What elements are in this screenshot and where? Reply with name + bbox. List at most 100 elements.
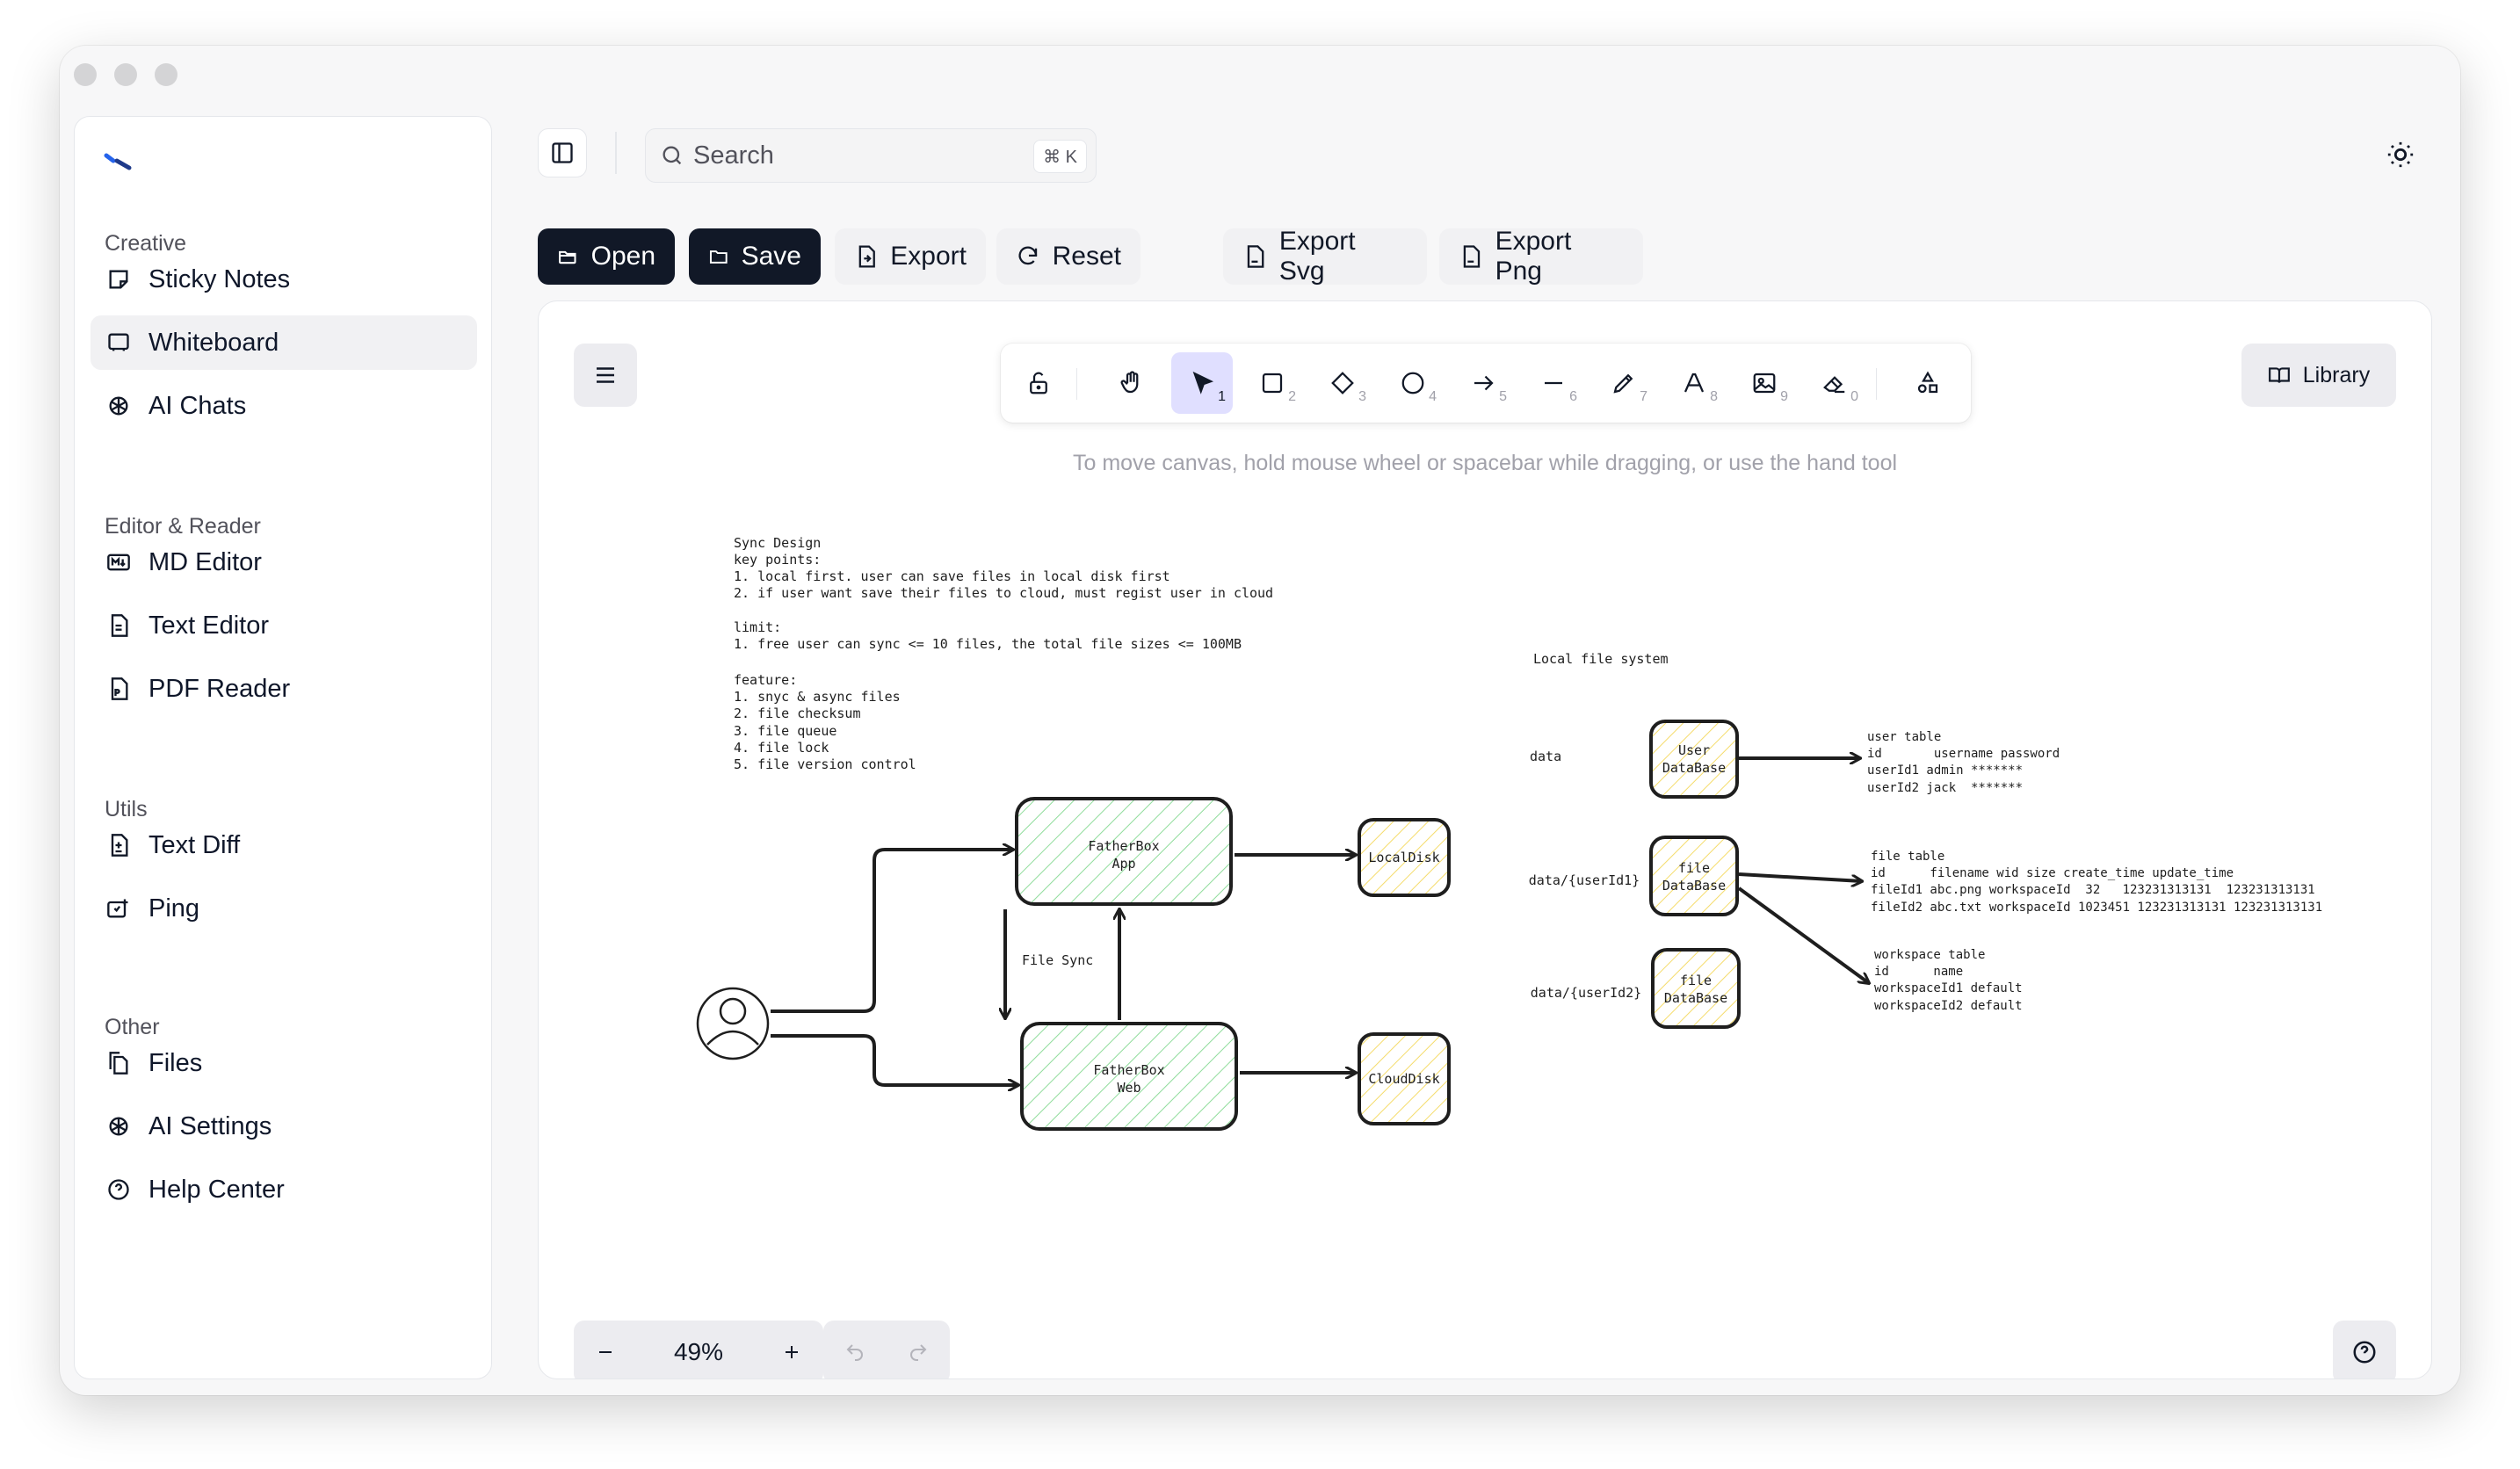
user-database-box[interactable]: User DataBase	[1649, 720, 1739, 799]
file-sync-label[interactable]: File Sync	[1022, 952, 1093, 968]
whiteboard-canvas[interactable]: 1 2 3 4 5 6 7	[538, 300, 2432, 1379]
open-button[interactable]: Open	[538, 228, 675, 285]
path-label[interactable]: data	[1530, 749, 1561, 764]
file-table-text[interactable]: file table id filename wid size create_t…	[1871, 850, 2322, 915]
refresh-icon	[1018, 246, 1038, 265]
export-svg-button[interactable]: Export Svg	[1223, 227, 1427, 286]
zoom-out-button[interactable]	[574, 1321, 637, 1379]
tool-shortcut: 9	[1780, 389, 1788, 404]
sidebar-item-ping[interactable]: Ping	[91, 881, 477, 936]
sidebar-item-pdf-reader[interactable]: PDF Reader	[91, 662, 477, 716]
help-button[interactable]	[2333, 1321, 2396, 1379]
box-label: DataBase	[1664, 990, 1727, 1006]
sidebar-item-text-editor[interactable]: Text Editor	[91, 598, 477, 653]
unlock-icon	[1030, 372, 1047, 394]
undo-button[interactable]	[823, 1321, 887, 1379]
sidebar-item-sticky-notes[interactable]: Sticky Notes	[91, 252, 477, 307]
sidebar-item-ai-chats[interactable]: AI Chats	[91, 379, 477, 433]
workspace-table-text[interactable]: workspace table id name workspaceId1 def…	[1874, 948, 2023, 1013]
note-line: 4. file lock	[734, 740, 829, 756]
note-line: 1. local first. user can save files in l…	[734, 568, 1170, 584]
file-diff-icon	[106, 833, 131, 858]
path-label[interactable]: data/{userId1}	[1529, 872, 1640, 888]
sidebar-item-md-editor[interactable]: MD Editor	[91, 535, 477, 590]
sidebar-item-help-center[interactable]: Help Center	[91, 1162, 477, 1217]
tool-selection[interactable]: 1	[1171, 352, 1233, 414]
tool-hand[interactable]	[1101, 352, 1162, 414]
tool-image[interactable]: 9	[1734, 352, 1795, 414]
search-shortcut: ⌘ K	[1033, 140, 1087, 173]
group-title-editor-reader: Editor & Reader	[105, 514, 261, 539]
ping-icon	[106, 896, 131, 921]
local-disk-box[interactable]: LocalDisk	[1358, 818, 1451, 897]
sidebar-item-whiteboard[interactable]: Whiteboard	[91, 315, 477, 370]
tool-shortcut: 8	[1710, 389, 1718, 404]
sidebar-item-text-diff[interactable]: Text Diff	[91, 818, 477, 872]
path-label[interactable]: data/{userId2}	[1531, 985, 1641, 1001]
tool-shortcut: 2	[1288, 389, 1296, 404]
note-line: key points:	[734, 552, 821, 568]
cloud-disk-box[interactable]: CloudDisk	[1358, 1032, 1451, 1125]
notes-text[interactable]: Sync Design key points: 1. local first. …	[734, 535, 1273, 772]
table-line: workspace table	[1874, 948, 1985, 962]
sidebar-item-label: Text Diff	[148, 830, 241, 859]
zoom-in-button[interactable]	[760, 1321, 823, 1379]
toolbar-divider	[1876, 368, 1877, 400]
tool-eraser[interactable]: 0	[1804, 352, 1865, 414]
fatherbox-app-box[interactable]: FatherBox App	[1015, 797, 1233, 906]
open-label: Open	[590, 242, 655, 271]
table-line: userId1 admin *******	[1867, 763, 2023, 778]
tool-ellipse[interactable]: 4	[1382, 352, 1444, 414]
reset-button[interactable]: Reset	[996, 228, 1141, 285]
search-icon	[663, 146, 682, 165]
tool-rectangle[interactable]: 2	[1242, 352, 1303, 414]
redo-button[interactable]	[887, 1321, 950, 1379]
export-button[interactable]: Export	[835, 228, 986, 285]
sticky-note-icon	[106, 267, 131, 292]
tool-text[interactable]: 8	[1663, 352, 1725, 414]
tool-arrow[interactable]: 5	[1452, 352, 1514, 414]
export-label: Export	[890, 242, 967, 271]
box-label: file	[1678, 860, 1710, 876]
close-window-button[interactable]	[74, 63, 97, 86]
export-png-button[interactable]: Export Png	[1439, 227, 1643, 286]
tool-draw[interactable]: 7	[1593, 352, 1655, 414]
sidebar-item-files[interactable]: Files	[91, 1036, 477, 1090]
database-arrows[interactable]	[1737, 758, 1869, 983]
tool-more-shapes[interactable]	[1897, 352, 1959, 414]
tool-line[interactable]: 6	[1523, 352, 1584, 414]
note-line: 1. snyc & async files	[734, 689, 901, 705]
diagram-arrows[interactable]	[771, 850, 1356, 1085]
app-logo-icon[interactable]	[101, 145, 136, 180]
sidebar-item-label: AI Settings	[148, 1111, 272, 1140]
local-fs-title[interactable]: Local file system	[1533, 651, 1669, 667]
maximize-window-button[interactable]	[155, 63, 177, 86]
theme-toggle-button[interactable]	[2379, 134, 2422, 176]
table-line: id name	[1874, 965, 1963, 979]
search-input[interactable]: Search ⌘ K	[645, 128, 1097, 183]
library-button[interactable]: Library	[2241, 344, 2396, 407]
main-menu-button[interactable]	[574, 344, 637, 407]
file-database-box-1[interactable]: file DataBase	[1649, 836, 1739, 916]
save-button[interactable]: Save	[689, 228, 821, 285]
zoom-level[interactable]: 49%	[673, 1338, 724, 1365]
table-line: id filename wid size create_time update_…	[1871, 866, 2234, 880]
user-avatar-icon[interactable]	[696, 987, 770, 1060]
sidebar-item-ai-settings[interactable]: AI Settings	[91, 1099, 477, 1154]
tool-diamond[interactable]: 3	[1312, 352, 1373, 414]
sidebar-item-label: AI Chats	[148, 391, 247, 420]
fatherbox-web-box[interactable]: FatherBox Web	[1020, 1022, 1238, 1131]
toggle-sidebar-button[interactable]	[538, 128, 587, 177]
eraser-icon	[1823, 376, 1845, 394]
tool-lock[interactable]	[1008, 352, 1069, 414]
user-table-text[interactable]: user table id username password userId1 …	[1867, 730, 2060, 795]
sidebar: Creative Sticky Notes Whiteboard AI Chat…	[74, 116, 492, 1379]
sidebar-item-label: Text Editor	[148, 611, 269, 640]
note-line: 1. free user can sync <= 10 files, the t…	[734, 636, 1242, 652]
minimize-window-button[interactable]	[114, 63, 137, 86]
sidebar-item-label: Help Center	[148, 1175, 285, 1204]
file-database-box-2[interactable]: file DataBase	[1651, 948, 1741, 1029]
file-export-icon	[858, 245, 875, 268]
group-title-other: Other	[105, 1015, 160, 1039]
plus-icon	[786, 1346, 798, 1358]
